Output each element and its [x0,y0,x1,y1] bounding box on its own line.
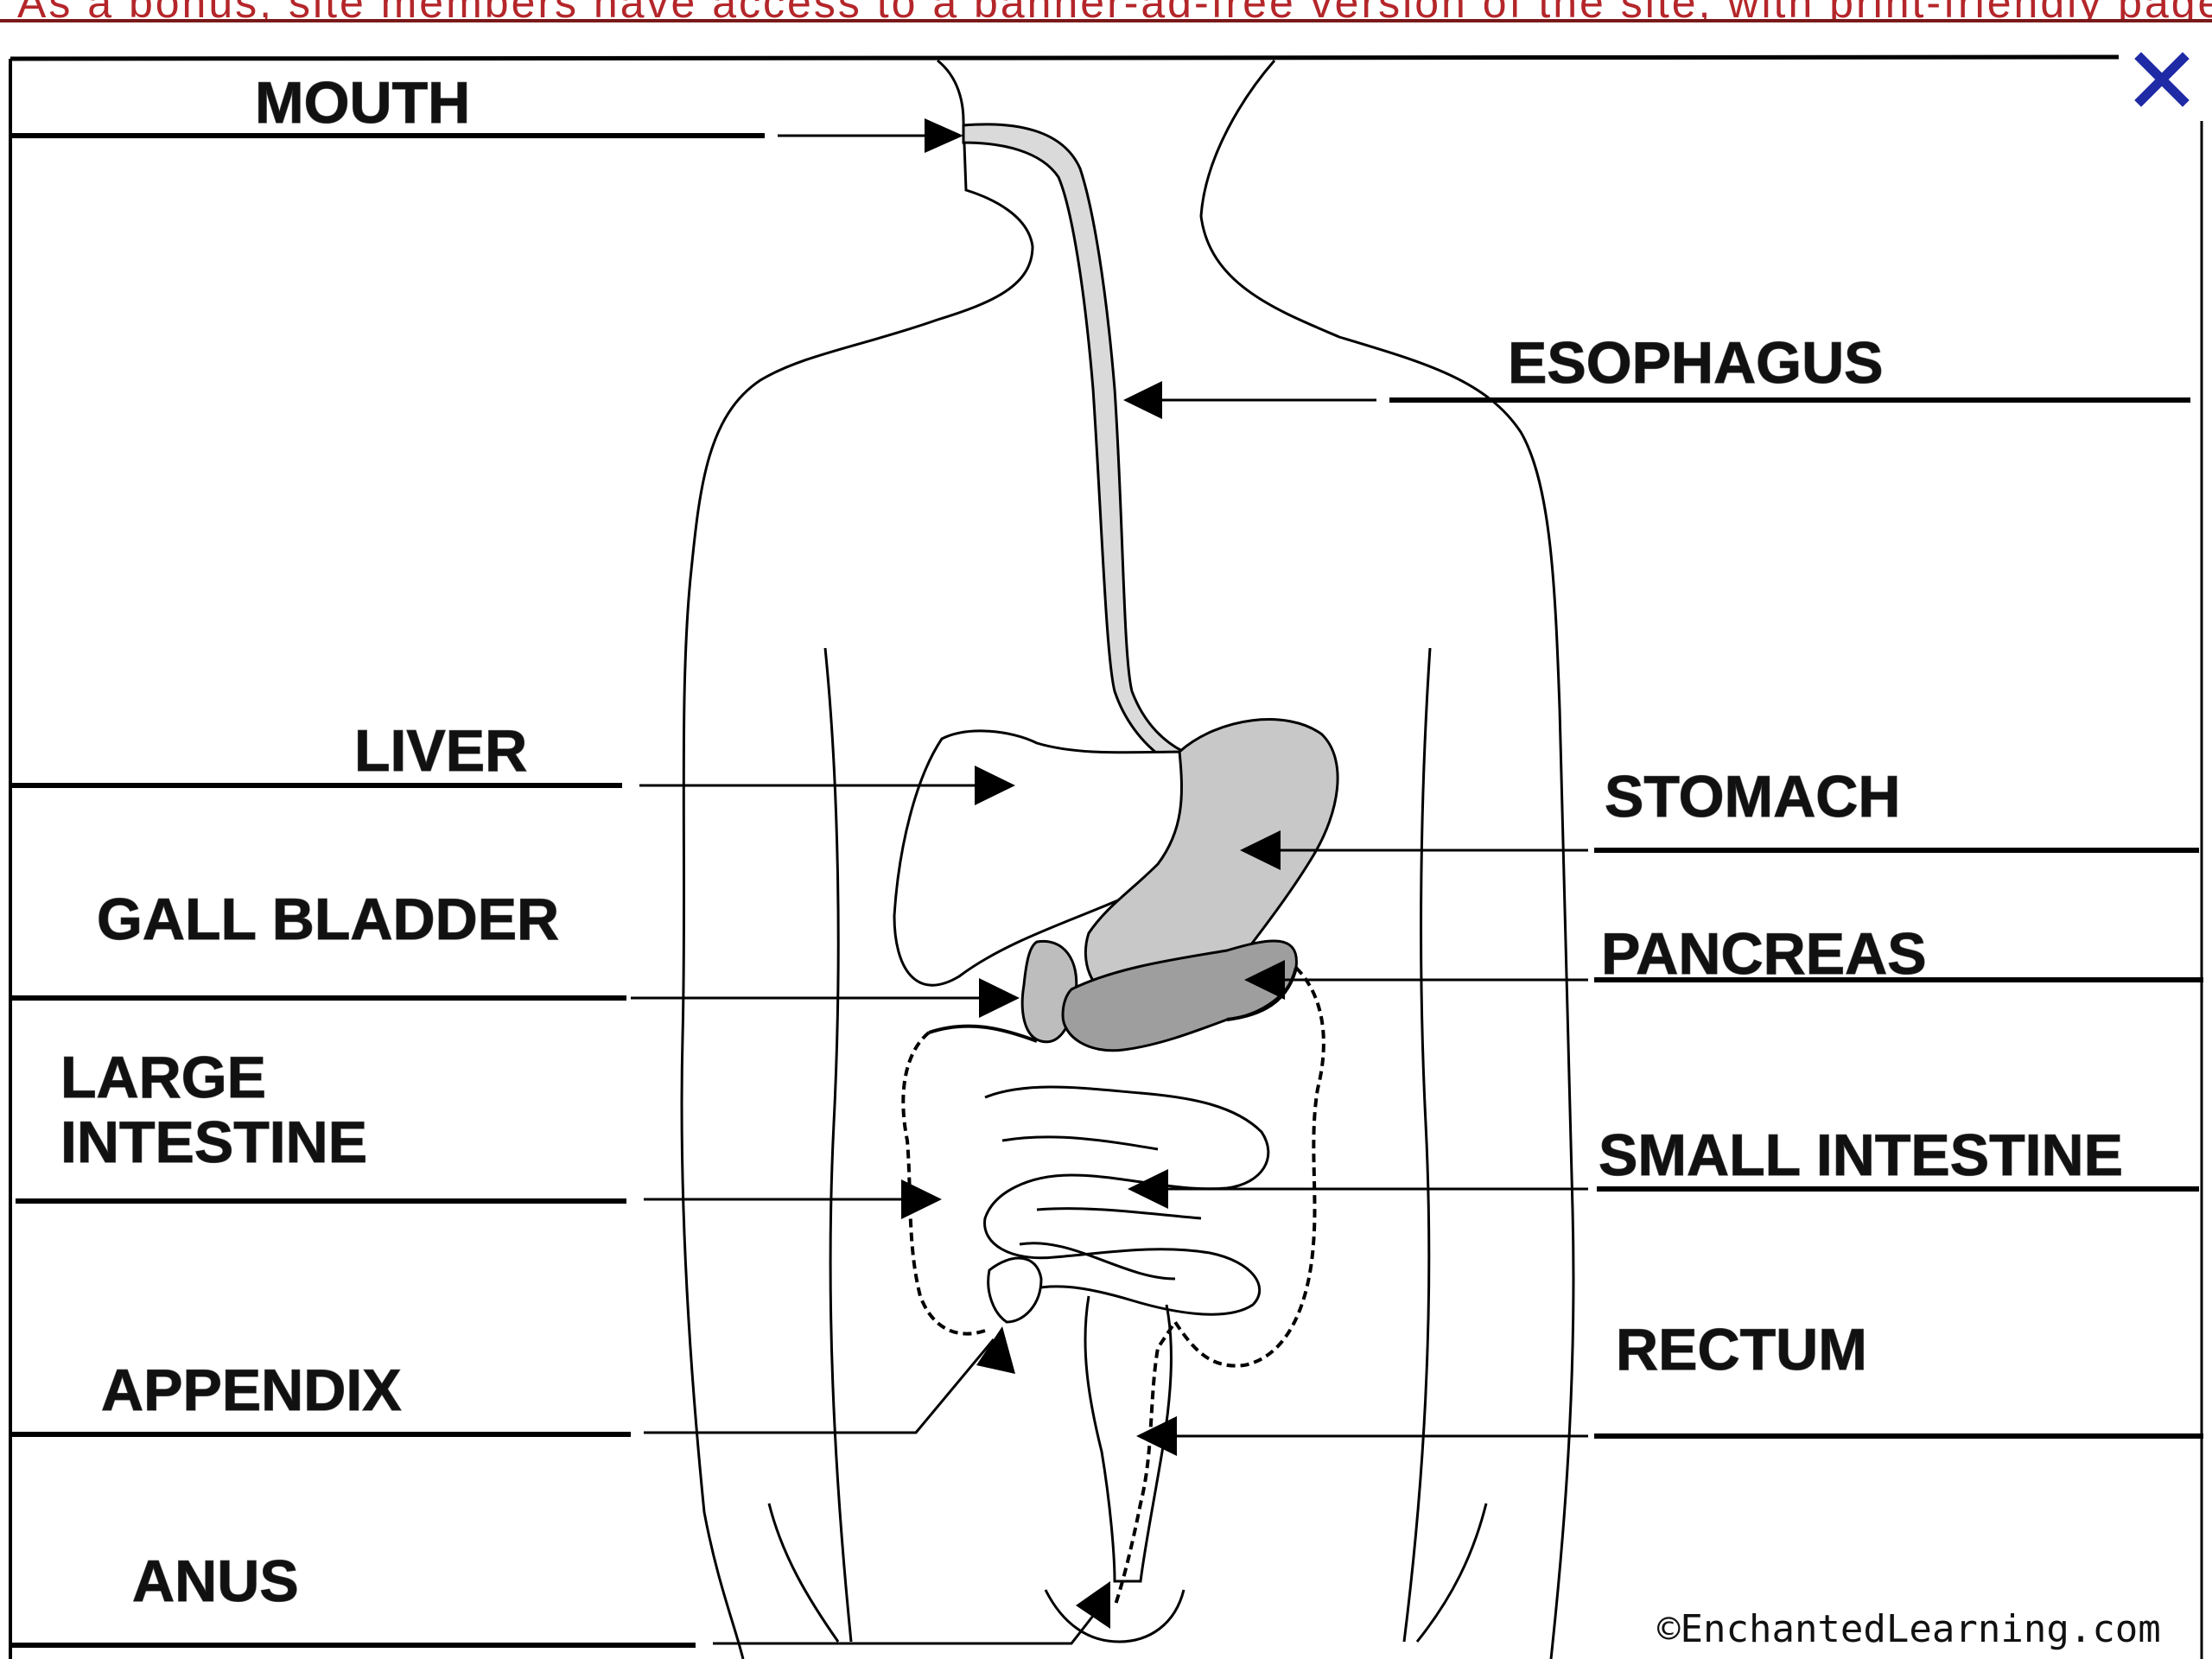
member-banner[interactable]: As a bonus, site members have access to … [0,0,2212,22]
small-intestine-arrowhead [1128,1169,1168,1209]
pancreas-arrowhead [1244,960,1285,1000]
label-large-intestine-line2: INTESTINE [60,1109,367,1175]
label-anus: ANUS [132,1548,299,1614]
small-intestine-organ [983,1085,1270,1316]
label-gall-bladder: GALL BLADDER [97,887,559,952]
anus-arrowhead [1076,1581,1110,1629]
label-appendix: APPENDIX [101,1357,402,1423]
rectum-organ [1084,1295,1173,1583]
banner-text[interactable]: As a bonus, site members have access to … [17,0,2212,19]
esophagus-organ [962,123,1187,762]
liver-arrowhead [975,766,1015,805]
label-small-intestine: SMALL INTESTINE [1599,1122,2123,1188]
appendix-organ [987,1256,1043,1324]
answer-lines [10,133,2203,1648]
label-stomach: STOMACH [1605,764,1901,830]
label-mouth: MOUTH [255,70,470,136]
arrowheads [901,118,1285,1629]
gall-bladder-arrowhead [979,978,1020,1018]
label-liver: LIVER [354,718,527,784]
label-esophagus: ESOPHAGUS [1508,330,1884,396]
stomach-arrowhead [1240,830,1281,870]
mouth-arrowhead [925,118,963,153]
close-icon[interactable] [2134,52,2190,107]
leader-lines [631,134,1588,1645]
label-rectum: RECTUM [1616,1317,1867,1382]
esophagus-arrowhead [1123,381,1162,419]
copyright-notice: ©EnchantedLearning.com [1657,1607,2161,1651]
large-intestine-arrowhead [901,1179,942,1219]
label-pancreas: PANCREAS [1601,921,1927,987]
appendix-arrowhead [976,1326,1015,1374]
body-outline [680,59,1575,1659]
organ-labels: MOUTH ESOPHAGUS LIVER STOMACH GALL BLADD… [60,69,2123,1614]
label-large-intestine-line1: LARGE [60,1045,266,1110]
worksheet-frame [9,54,2203,1659]
rectum-arrowhead [1136,1416,1177,1456]
